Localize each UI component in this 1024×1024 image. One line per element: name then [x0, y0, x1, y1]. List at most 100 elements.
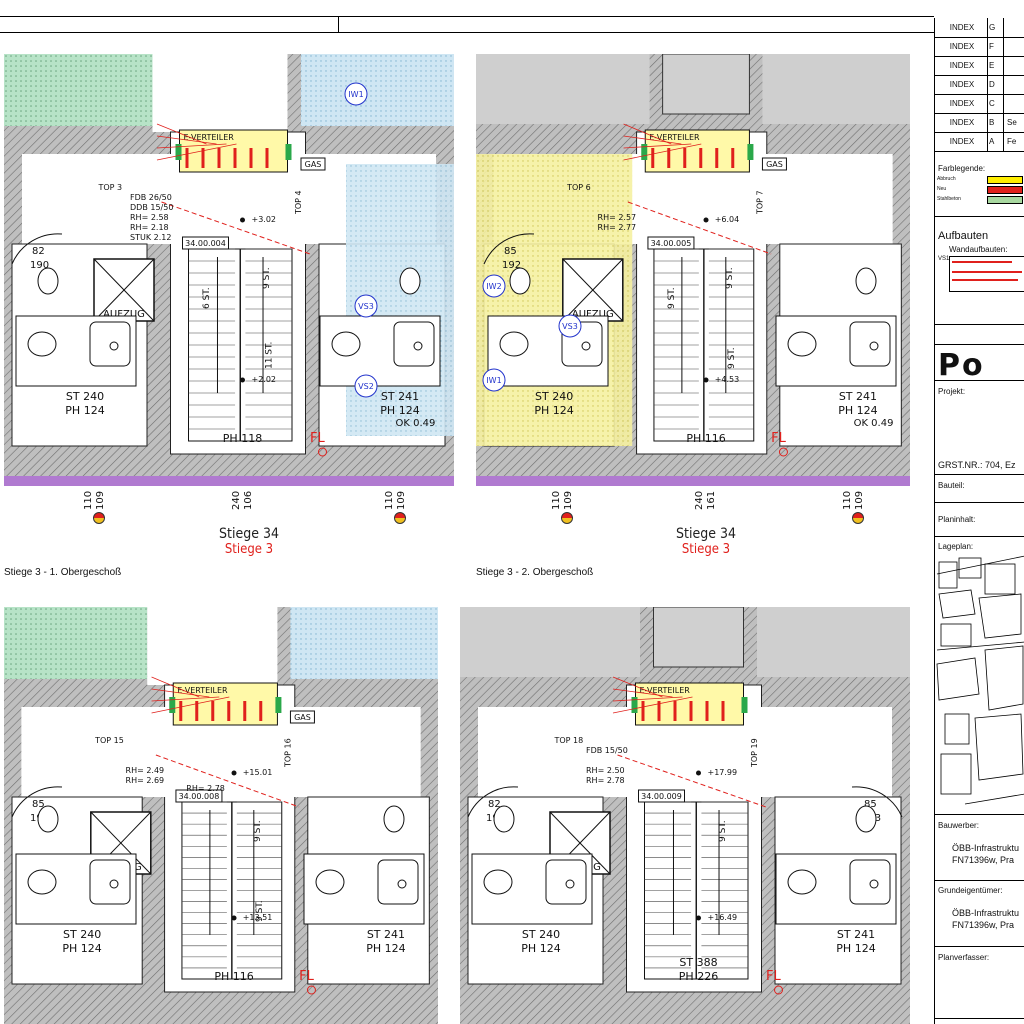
dimension-label: 109: [396, 490, 407, 510]
room-code-box: [638, 789, 685, 803]
legend-swatch: [987, 186, 1023, 194]
fl-marker: FL: [771, 431, 786, 446]
stuk-label: STUK 2.12: [130, 233, 171, 242]
cable-tray: [673, 701, 677, 721]
index-label: INDEX: [949, 99, 975, 108]
toilet: [37, 267, 59, 295]
divider: [935, 946, 1024, 947]
window-band: [476, 476, 910, 486]
level-marker: +6.04: [715, 215, 740, 224]
level-symbol-icon: [92, 512, 105, 524]
cable-tray: [721, 701, 725, 721]
top-room: [662, 54, 750, 115]
leader-line: [151, 696, 230, 714]
leader-line: [612, 696, 683, 702]
rh-label: RH= 2.58: [130, 213, 169, 222]
door-swing: [11, 233, 63, 265]
gas-box: [289, 710, 315, 724]
divider: [935, 536, 1024, 537]
index-text: Fe: [1007, 137, 1017, 146]
bauteil-label: Bauteil:: [938, 481, 965, 490]
rh-label: RH= 2.49: [126, 766, 165, 775]
stair-count: 9 ST.: [727, 347, 737, 369]
index-letter: E: [989, 61, 995, 70]
toilet: [509, 267, 531, 295]
legend-label: Neu: [937, 186, 947, 192]
red-dashed-line: [161, 201, 311, 255]
room-code: 34.00.009: [641, 792, 682, 801]
wall-tag-label: VS2: [358, 382, 374, 391]
level-symbol-icon: [561, 512, 574, 524]
elevator-label: AUFZUG: [572, 309, 614, 320]
top-label: TOP 3: [98, 183, 123, 192]
sink: [483, 869, 513, 895]
dimension-label: 109: [853, 490, 865, 510]
room-height: PH 124: [62, 942, 101, 955]
grundeigentuemer-label: Grundeigentümer:: [938, 886, 1003, 895]
sink: [27, 869, 57, 895]
cable-tray: [731, 148, 735, 168]
cell-divider: [1003, 56, 1004, 75]
wall-tag: [344, 82, 368, 106]
room-area: ST 240: [535, 390, 573, 403]
legend-entry: Stahlbeton: [937, 196, 1023, 205]
toilet: [37, 805, 59, 833]
cable-tray: [249, 148, 253, 168]
cable-tray: [651, 148, 655, 168]
room-code-box: [175, 789, 223, 803]
top-label: TOP 4: [294, 190, 303, 215]
drain: [869, 879, 879, 889]
top-mid-zone: [147, 607, 278, 685]
divider: [935, 324, 1024, 325]
door-width: 85: [864, 799, 877, 810]
leader-line: [151, 676, 200, 698]
index-letter: C: [989, 99, 995, 108]
ok-label: OK 0.49: [854, 418, 894, 429]
top-left-room: [460, 607, 640, 677]
toilet: [383, 805, 405, 833]
legend-swatch: [987, 196, 1023, 204]
door-swing: [467, 786, 519, 818]
fl-marker: FL: [310, 431, 325, 446]
dimension-label: 110: [841, 490, 853, 510]
room-height: PH 124: [521, 942, 560, 955]
dimension-label: 109: [94, 490, 106, 510]
door-height: 190: [30, 260, 49, 271]
cell-divider: [1003, 18, 1004, 37]
fdb-label: FDB 15/50: [586, 746, 628, 755]
index-letter: A: [989, 137, 995, 146]
cell-divider: [1003, 37, 1004, 56]
legend-entry: Neu: [937, 186, 1023, 195]
leader-line: [156, 143, 227, 149]
rh-label: RH= 2.78: [586, 776, 625, 785]
dimension-label: 161: [706, 490, 718, 510]
cell-divider: [987, 113, 988, 132]
room-area: ST 241: [839, 390, 877, 403]
sink: [499, 331, 529, 357]
room-height: PH 124: [366, 942, 405, 955]
bauwerber-label: Bauwerber:: [938, 821, 979, 830]
top-left-room: [476, 54, 650, 124]
cable-tray: [715, 148, 719, 168]
fl-circle: [318, 447, 327, 457]
legend-label: Stahlbeton: [937, 196, 961, 202]
planinhalt-label: Planinhalt:: [938, 515, 976, 524]
stair-count: 9 ST.: [667, 287, 677, 309]
level-marker: +3.02: [252, 215, 277, 224]
wall-tag: [354, 294, 378, 318]
level-dot: [696, 770, 701, 776]
index-letter: G: [989, 23, 996, 32]
green-marker: [285, 144, 292, 160]
level-dot: [703, 377, 709, 383]
rh-label: RH= 2.57: [598, 213, 637, 222]
